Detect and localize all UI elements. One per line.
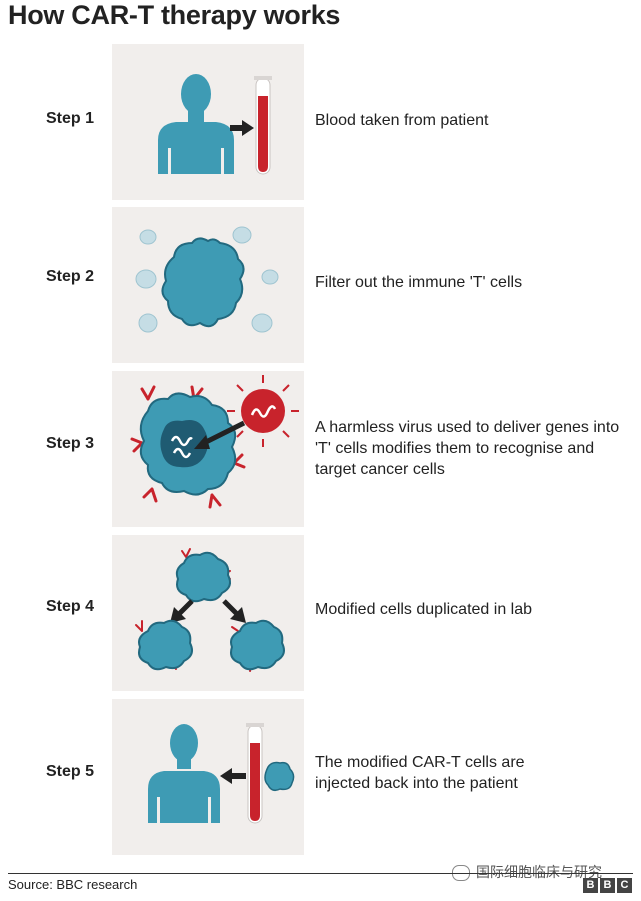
step-3-illustration bbox=[112, 371, 304, 527]
patient-silhouette-icon bbox=[158, 74, 234, 174]
bbc-logo-letter: B bbox=[583, 878, 598, 893]
step-4-description: Modified cells duplicated in lab bbox=[315, 601, 533, 618]
virus-icon bbox=[227, 375, 299, 447]
bbc-logo-letter: B bbox=[600, 878, 615, 893]
blood-tube-icon bbox=[246, 723, 264, 824]
step-4-svg bbox=[135, 548, 285, 672]
patient-silhouette-icon bbox=[148, 724, 220, 823]
step-1-row: Step 1 Blood taken from patient bbox=[0, 44, 641, 200]
arrow-in-icon bbox=[194, 420, 246, 449]
arrow-left-icon bbox=[220, 768, 246, 784]
t-cell-icon bbox=[161, 237, 245, 328]
step-2-illustration bbox=[112, 207, 304, 363]
step-2-row: Step 2 Filter out the immune 'T' cells bbox=[0, 207, 641, 363]
receptor-icons bbox=[130, 385, 246, 509]
t-cell-icon bbox=[264, 761, 295, 792]
step-1-illustration bbox=[112, 44, 304, 200]
arrow-right-down-icon bbox=[222, 599, 246, 623]
step-4-illustration bbox=[112, 535, 304, 691]
step-5-description: The modified CAR-T cells are injected ba… bbox=[315, 754, 525, 792]
step-3-label: Step 3 bbox=[46, 435, 95, 452]
step-4-label: Step 4 bbox=[46, 598, 95, 615]
t-cell-icon bbox=[139, 392, 237, 496]
step-5-row: Step 5 The modified CAR-T cells are inje… bbox=[0, 699, 641, 855]
step-1-svg bbox=[158, 74, 272, 175]
arrow-left-down-icon bbox=[170, 599, 194, 623]
step-3-svg bbox=[130, 375, 299, 509]
step-3-row: Step 3 bbox=[0, 371, 641, 527]
t-cell-copy-right-icon bbox=[230, 619, 285, 671]
page-title: How CAR-T therapy works bbox=[8, 0, 341, 30]
step-2-description: Filter out the immune 'T' cells bbox=[315, 274, 523, 291]
watermark-text: 国际细胞临床与研究 bbox=[476, 864, 602, 880]
step-5-illustration bbox=[112, 699, 304, 855]
step-5-label: Step 5 bbox=[46, 763, 95, 780]
source-credit: Source: BBC research bbox=[8, 877, 138, 892]
step-2-svg bbox=[135, 226, 279, 333]
blood-tube-icon bbox=[254, 76, 272, 175]
footer-divider bbox=[8, 873, 633, 874]
t-cell-copy-left-icon bbox=[138, 619, 193, 671]
pale-cells-icon bbox=[135, 226, 279, 333]
step-4-row: Step 4 bbox=[0, 535, 641, 691]
watermark: 国际细胞临床与研究 bbox=[452, 862, 602, 882]
arrow-right-icon bbox=[230, 120, 254, 136]
bbc-logo-letter: C bbox=[617, 878, 632, 893]
step-5-svg bbox=[148, 723, 295, 824]
step-1-label: Step 1 bbox=[46, 110, 95, 127]
bbc-logo: B B C bbox=[583, 878, 632, 893]
t-cell-icon bbox=[175, 551, 231, 603]
step-2-label: Step 2 bbox=[46, 268, 95, 285]
step-3-description: A harmless virus used to deliver genes i… bbox=[315, 419, 620, 478]
step-1-description: Blood taken from patient bbox=[315, 112, 489, 129]
